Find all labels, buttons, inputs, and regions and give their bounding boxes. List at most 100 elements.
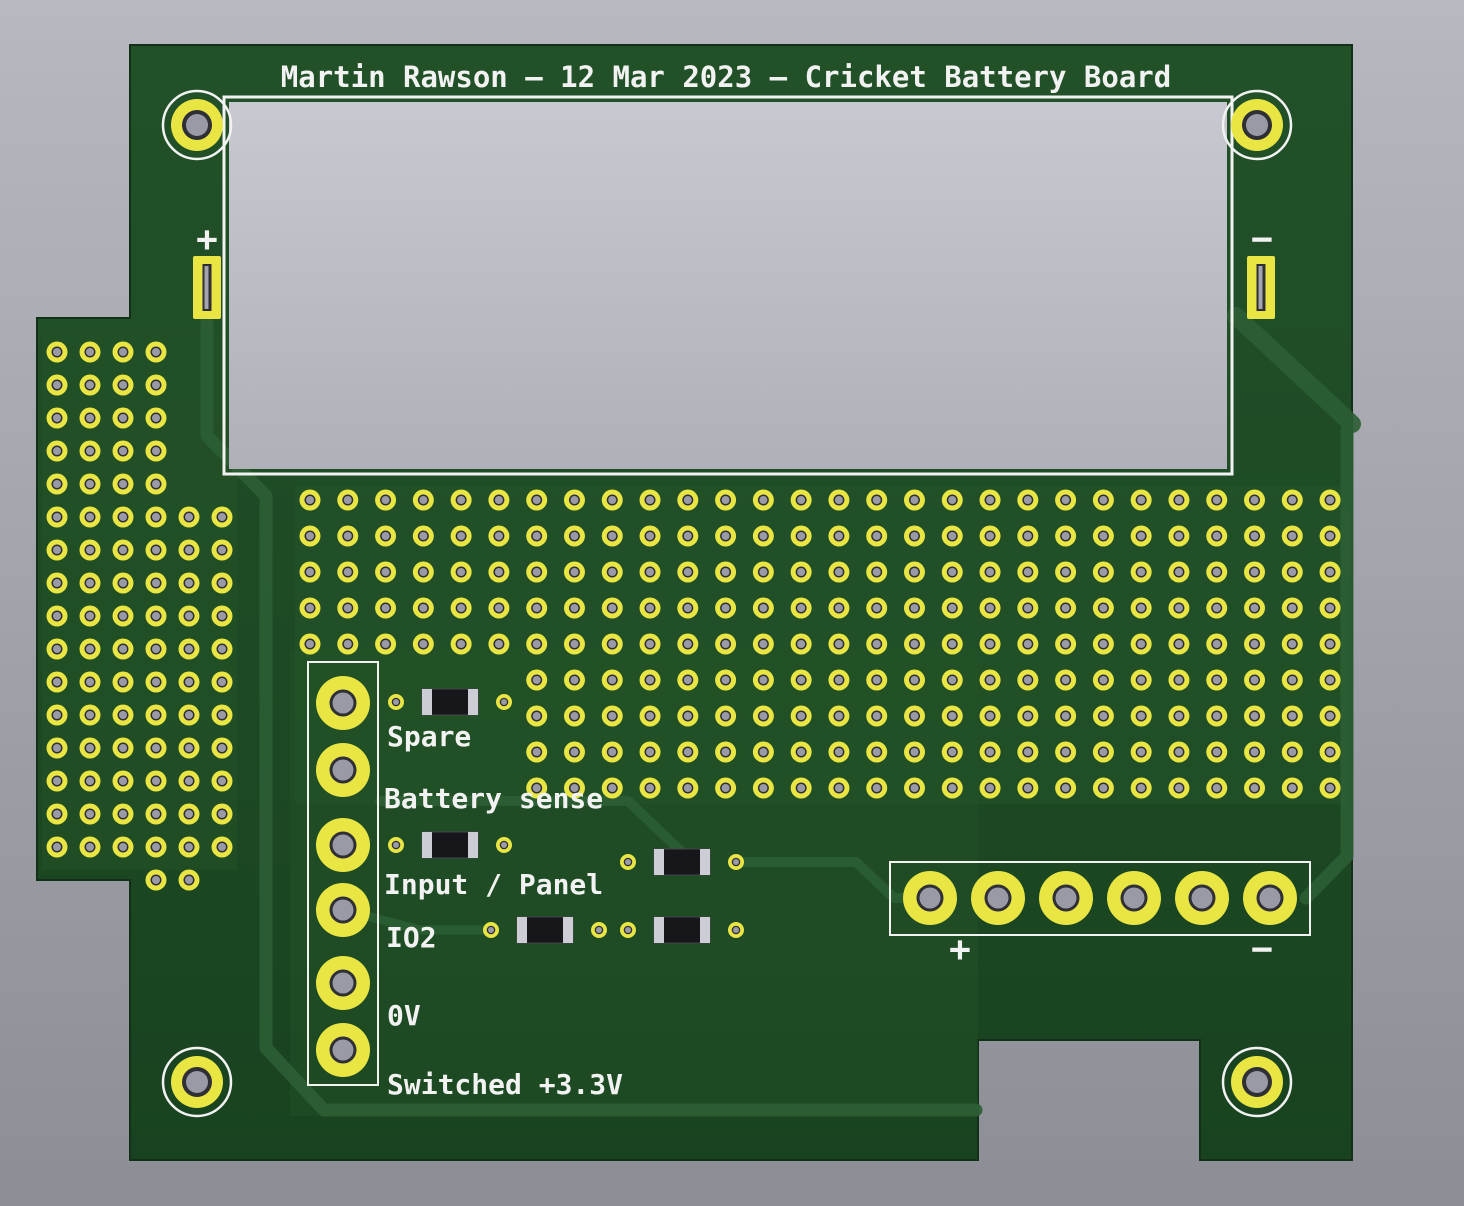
proto-through-hole <box>1281 741 1303 763</box>
proto-through-hole <box>1244 633 1265 655</box>
proto-through-hole <box>112 737 134 759</box>
copper-trace <box>1299 423 1354 905</box>
pin-label-switched-3v3: Switched +3.3V <box>387 1068 623 1101</box>
proto-through-hole <box>178 605 200 627</box>
proto-through-hole <box>79 539 101 561</box>
proto-through-hole <box>375 633 397 655</box>
proto-through-hole <box>79 407 101 429</box>
proto-through-hole <box>488 489 510 511</box>
smd-via-pad <box>620 922 636 938</box>
proto-through-hole <box>1281 669 1303 691</box>
proto-through-hole <box>979 705 1001 727</box>
proto-through-hole <box>1017 561 1039 583</box>
smd-via-pad <box>496 694 512 710</box>
proto-through-hole <box>752 741 774 763</box>
proto-through-hole <box>563 705 585 727</box>
proto-through-hole <box>46 704 68 726</box>
proto-through-hole <box>904 777 925 799</box>
proto-through-hole <box>1017 633 1039 655</box>
proto-through-hole <box>601 561 623 583</box>
proto-through-hole <box>1017 741 1039 763</box>
proto-through-hole <box>178 506 200 528</box>
proto-through-hole <box>1130 777 1152 799</box>
proto-through-hole <box>715 633 737 655</box>
proto-through-hole <box>1017 705 1039 727</box>
proto-through-hole <box>866 705 888 727</box>
proto-through-hole <box>1206 489 1228 511</box>
proto-through-hole <box>145 737 167 759</box>
proto-through-hole <box>299 525 321 547</box>
resistor-terminal <box>468 832 478 858</box>
proto-through-hole <box>211 671 233 693</box>
proto-through-hole <box>677 525 699 547</box>
proto-through-hole <box>941 705 963 727</box>
proto-through-hole <box>752 705 774 727</box>
proto-through-hole <box>488 597 510 619</box>
proto-through-hole <box>639 597 661 619</box>
proto-through-hole <box>412 525 434 547</box>
proto-through-hole <box>488 561 510 583</box>
proto-through-hole <box>563 777 585 799</box>
proto-through-hole <box>563 489 585 511</box>
proto-through-hole <box>1206 633 1228 655</box>
proto-through-hole <box>1319 669 1341 691</box>
proto-through-hole <box>1206 705 1228 727</box>
proto-through-hole <box>979 525 1001 547</box>
proto-through-hole <box>601 489 623 511</box>
proto-through-hole <box>112 407 134 429</box>
proto-through-hole <box>790 597 812 619</box>
proto-through-hole <box>145 539 167 561</box>
proto-through-hole <box>211 572 233 594</box>
proto-through-hole <box>1092 669 1114 691</box>
proto-through-hole <box>1055 669 1077 691</box>
proto-through-hole <box>145 638 167 660</box>
proto-through-hole <box>526 741 548 763</box>
proto-through-hole <box>112 770 134 792</box>
proto-through-hole <box>412 597 434 619</box>
smd-resistor <box>388 688 512 716</box>
proto-through-hole <box>715 669 737 691</box>
proto-through-hole <box>1017 777 1039 799</box>
proto-through-hole <box>375 597 397 619</box>
proto-through-hole <box>866 741 888 763</box>
proto-through-hole <box>211 638 233 660</box>
proto-through-hole <box>715 705 737 727</box>
proto-through-hole <box>211 704 233 726</box>
smd-via-pad <box>388 837 404 853</box>
proto-through-hole <box>145 704 167 726</box>
resistor-terminal <box>654 849 664 875</box>
proto-through-hole <box>1244 597 1265 619</box>
proto-through-hole <box>112 836 134 858</box>
copper-traces <box>200 307 1361 1117</box>
battery-tab-pad-positive <box>193 256 221 319</box>
proto-through-hole <box>337 525 359 547</box>
proto-through-hole <box>752 561 774 583</box>
proto-through-hole <box>1206 561 1228 583</box>
proto-through-hole <box>1206 525 1228 547</box>
proto-through-hole <box>715 741 737 763</box>
proto-through-hole <box>1244 525 1265 547</box>
proto-through-hole <box>866 525 888 547</box>
proto-through-hole <box>145 869 167 891</box>
left-connector-pad <box>316 743 370 797</box>
proto-through-hole <box>639 741 661 763</box>
proto-through-hole <box>1244 741 1266 763</box>
proto-through-hole <box>145 440 167 462</box>
proto-through-hole <box>145 473 167 495</box>
proto-through-hole <box>1244 777 1266 799</box>
proto-through-hole <box>1055 489 1077 511</box>
proto-through-hole <box>526 561 548 583</box>
connector-pads <box>316 676 1297 1077</box>
proto-through-hole <box>1055 777 1077 799</box>
proto-through-hole <box>450 489 472 511</box>
proto-through-hole <box>563 561 585 583</box>
proto-through-hole <box>145 374 167 396</box>
proto-through-hole <box>866 489 888 511</box>
proto-through-hole <box>1130 525 1152 547</box>
proto-through-hole <box>375 561 397 583</box>
proto-through-hole <box>1092 705 1114 727</box>
proto-through-hole <box>639 777 661 799</box>
smd-via-pad <box>591 922 607 938</box>
proto-through-hole <box>601 597 623 619</box>
